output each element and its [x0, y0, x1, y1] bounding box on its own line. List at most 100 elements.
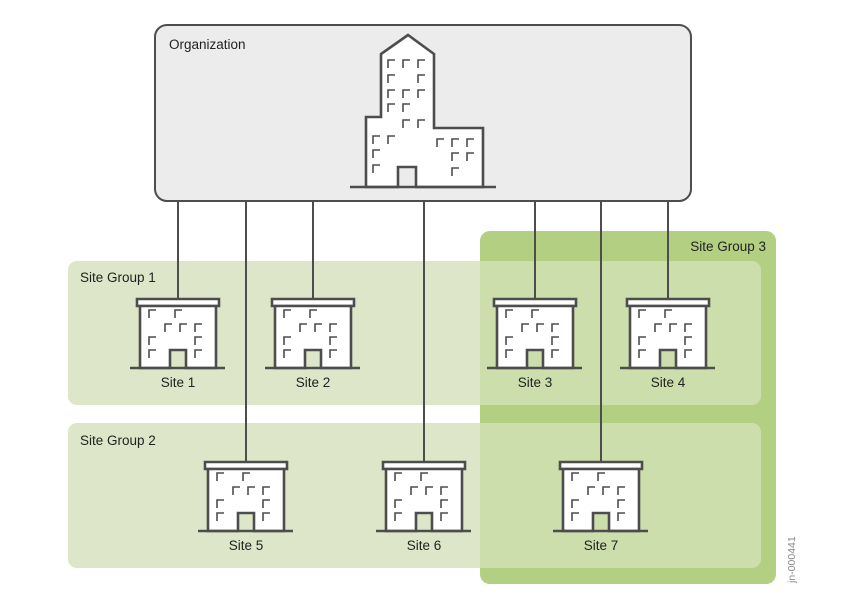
window-icon: [194, 323, 202, 332]
window-icon: [242, 472, 250, 481]
site-group-3-label: Site Group 3: [690, 239, 766, 254]
window-icon: [617, 486, 625, 495]
window-icon: [329, 336, 337, 345]
window-icon: [283, 349, 291, 358]
window-icon: [664, 309, 672, 318]
window-icon: [551, 336, 559, 345]
window-icon: [617, 499, 625, 508]
site-5: Site 5: [198, 460, 293, 553]
window-icon: [283, 336, 291, 345]
building-icon: [130, 297, 225, 370]
window-icon: [669, 323, 677, 332]
window-icon: [617, 512, 625, 521]
window-icon: [551, 323, 559, 332]
window-icon: [387, 59, 395, 68]
window-icon: [329, 323, 337, 332]
window-icon: [309, 309, 317, 318]
window-icon: [684, 349, 692, 358]
window-icon: [440, 486, 448, 495]
window-icon: [410, 486, 418, 495]
window-icon: [684, 323, 692, 332]
window-icon: [283, 309, 291, 318]
site-label: Site 7: [584, 538, 619, 553]
window-icon: [314, 323, 322, 332]
window-icon: [451, 138, 459, 147]
site-label: Site 1: [161, 375, 196, 390]
window-icon: [425, 486, 433, 495]
window-icon: [417, 89, 425, 98]
building-icon: [265, 297, 360, 370]
window-icon: [505, 336, 513, 345]
window-icon: [440, 512, 448, 521]
site-label: Site 4: [651, 375, 686, 390]
window-icon: [402, 89, 410, 98]
window-icon: [466, 152, 474, 161]
window-icon: [387, 135, 395, 144]
window-icon: [451, 152, 459, 161]
building-icon: [553, 460, 648, 533]
window-icon: [684, 336, 692, 345]
window-icon: [597, 472, 605, 481]
window-icon: [531, 309, 539, 318]
window-icon: [262, 486, 270, 495]
window-icon: [372, 149, 380, 158]
window-icon: [587, 486, 595, 495]
site-label: Site 2: [296, 375, 331, 390]
organization-label: Organization: [169, 37, 246, 52]
site-4: Site 4: [620, 297, 715, 390]
window-icon: [394, 499, 402, 508]
window-icon: [387, 103, 395, 112]
window-icon: [451, 167, 459, 176]
window-icon: [417, 74, 425, 83]
window-icon: [638, 309, 646, 318]
building-icon: [620, 297, 715, 370]
window-icon: [262, 512, 270, 521]
window-icon: [216, 472, 224, 481]
site-6: Site 6: [376, 460, 471, 553]
window-icon: [602, 486, 610, 495]
site-group-1-label: Site Group 1: [80, 270, 156, 285]
window-icon: [536, 323, 544, 332]
window-icon: [571, 512, 579, 521]
window-icon: [247, 486, 255, 495]
site-1: Site 1: [130, 297, 225, 390]
window-icon: [148, 349, 156, 358]
window-icon: [194, 336, 202, 345]
window-icon: [216, 499, 224, 508]
window-icon: [521, 323, 529, 332]
building-icon: [487, 297, 582, 370]
window-icon: [551, 349, 559, 358]
window-icon: [402, 103, 410, 112]
window-icon: [387, 74, 395, 83]
building-icon: [198, 460, 293, 533]
window-icon: [505, 349, 513, 358]
window-icon: [440, 499, 448, 508]
window-icon: [402, 59, 410, 68]
window-icon: [372, 135, 380, 144]
window-icon: [387, 89, 395, 98]
window-icon: [164, 323, 172, 332]
window-icon: [394, 512, 402, 521]
window-icon: [638, 349, 646, 358]
window-icon: [417, 59, 425, 68]
window-icon: [394, 472, 402, 481]
window-icon: [466, 138, 474, 147]
window-icon: [402, 119, 410, 128]
window-icon: [420, 472, 428, 481]
building-icon: [376, 460, 471, 533]
window-icon: [372, 164, 380, 173]
window-icon: [216, 512, 224, 521]
window-icon: [179, 323, 187, 332]
site-3: Site 3: [487, 297, 582, 390]
window-icon: [417, 119, 425, 128]
window-icon: [436, 138, 444, 147]
window-icon: [571, 499, 579, 508]
office-tower-icon: [350, 33, 496, 189]
site-label: Site 6: [407, 538, 442, 553]
site-7: Site 7: [553, 460, 648, 553]
window-icon: [194, 349, 202, 358]
window-icon: [262, 499, 270, 508]
window-icon: [232, 486, 240, 495]
window-icon: [148, 336, 156, 345]
